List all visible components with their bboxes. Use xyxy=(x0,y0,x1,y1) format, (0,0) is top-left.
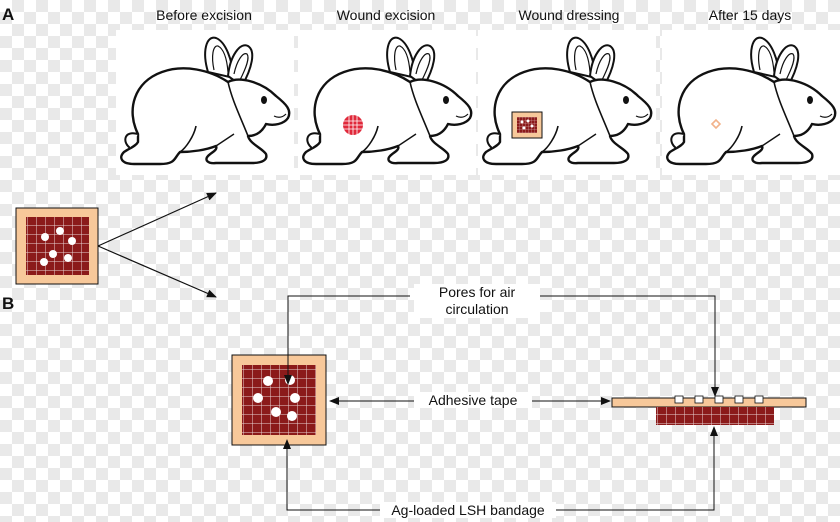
dressing-mark xyxy=(511,111,543,139)
stage-label-dressing: Wound dressing xyxy=(518,7,620,23)
wound-mark xyxy=(343,115,363,135)
panel-label-a: A xyxy=(2,5,15,24)
stage-label-after: After 15 days xyxy=(708,7,792,23)
panel-label-b: B xyxy=(2,294,15,313)
rabbit-excision xyxy=(296,28,478,177)
dressing-side-view xyxy=(611,395,807,425)
callout-pores-line1: Pores for air xyxy=(438,284,516,300)
stage-label-before: Before excision xyxy=(156,7,252,23)
rabbit-after xyxy=(660,28,840,177)
callout-pores-line2: circulation xyxy=(445,301,509,317)
rabbit-before xyxy=(114,28,296,177)
stage-label-excision: Wound excision xyxy=(336,7,436,23)
dressing-icon-small xyxy=(15,207,99,285)
callout-bandage: Ag-loaded LSH bandage xyxy=(380,502,556,518)
healed-mark xyxy=(710,118,722,130)
rabbit-dressing xyxy=(476,28,658,177)
dressing-top-view xyxy=(231,354,327,446)
callout-pores: Pores for air circulation xyxy=(414,284,540,318)
callout-tape: Adhesive tape xyxy=(414,392,532,408)
